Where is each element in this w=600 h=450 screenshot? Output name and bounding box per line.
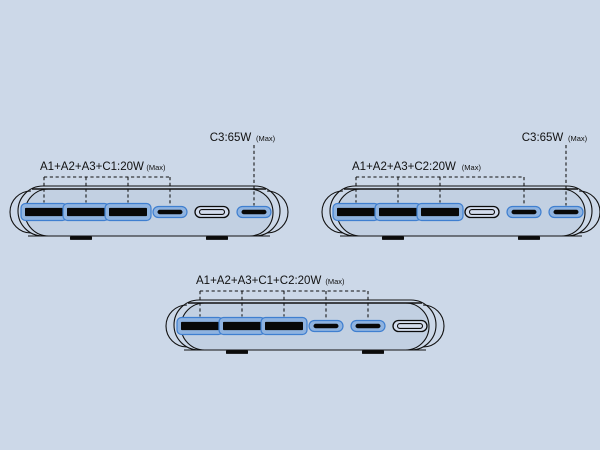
device-foot-right [362, 350, 384, 354]
usb-c-port-slot-c1 [468, 209, 496, 215]
usb-a-port-slot-a1 [181, 321, 219, 331]
port-a1[interactable] [332, 202, 380, 222]
port-a2[interactable] [374, 202, 422, 222]
device-right-contour [422, 304, 445, 348]
port-a3[interactable] [416, 202, 464, 222]
port-c2[interactable] [350, 319, 386, 333]
power-bank-top-left: A1+A2+A3+C1:20W(Max)C3:65W(Max) [9, 132, 289, 240]
device-foot-left [382, 236, 404, 240]
annotation-ann-bottom-group: A1+A2+A3+C1+C2:20W (Max) [196, 275, 369, 320]
annotation-label-max: (Max) [462, 163, 482, 172]
device-left-contour [321, 190, 344, 234]
usb-a-port-slot-a2 [223, 321, 261, 331]
port-a2[interactable] [62, 202, 110, 222]
port-c3[interactable] [236, 205, 272, 219]
annotation-label: A1+A2+A3+C2:20W [352, 161, 456, 173]
usb-a-port-slot-a2 [379, 207, 417, 217]
annotation-label: C3:65W [210, 132, 252, 144]
port-a3[interactable] [260, 316, 308, 336]
port-c2[interactable] [194, 205, 230, 219]
annotation-ann-left-c3: C3:65W (Max) [210, 132, 276, 206]
annotation-ann-left-group: A1+A2+A3+C1:20W(Max) [40, 161, 171, 206]
device-left-contour [165, 304, 188, 348]
usb-a-port-slot-a1 [25, 207, 63, 217]
annotation-label: A1+A2+A3+C1+C2:20W [196, 275, 321, 287]
usb-c-port-slot-c2 [355, 323, 381, 329]
device-right-contour [266, 190, 289, 234]
usb-c-port-slot-c1 [313, 323, 339, 329]
port-a1[interactable] [176, 316, 224, 336]
port-c1[interactable] [152, 205, 188, 219]
device-foot-right [518, 236, 540, 240]
usb-a-port-slot-a3 [421, 207, 459, 217]
port-c3[interactable] [548, 205, 584, 219]
usb-a-port-slot-a2 [67, 207, 105, 217]
port-a3[interactable] [104, 202, 152, 222]
annotation-label: A1+A2+A3+C1:20W [40, 161, 144, 173]
device-right-contour [578, 190, 600, 234]
power-bank-bottom-center: A1+A2+A3+C1+C2:20W (Max) [165, 275, 445, 354]
usb-a-port-slot-a3 [109, 207, 147, 217]
usb-c-port-slot-c3 [396, 323, 424, 329]
port-c1[interactable] [464, 205, 500, 219]
annotation-label-max: (Max) [146, 163, 166, 172]
usb-c-port-slot-c3 [241, 209, 267, 215]
port-c2[interactable] [506, 205, 542, 219]
port-a2[interactable] [218, 316, 266, 336]
device-foot-left [226, 350, 248, 354]
device-left-contour [9, 190, 32, 234]
usb-c-port-slot-c2 [198, 209, 226, 215]
annotation-label-max: (Max) [325, 277, 345, 286]
device-foot-left [70, 236, 92, 240]
usb-c-port-slot-c2 [511, 209, 537, 215]
annotation-label: C3:65W [522, 132, 564, 144]
power-bank-top-right: A1+A2+A3+C2:20W (Max) C3:65W (Max) [321, 132, 600, 240]
usb-c-port-slot-c3 [553, 209, 579, 215]
annotation-ann-right-c3: C3:65W (Max) [522, 132, 588, 206]
annotation-label-max: (Max) [256, 134, 276, 143]
port-c3[interactable] [392, 319, 428, 333]
annotation-ann-right-group: A1+A2+A3+C2:20W (Max) [352, 161, 525, 206]
port-a1[interactable] [20, 202, 68, 222]
usb-a-port-slot-a3 [265, 321, 303, 331]
usb-a-port-slot-a1 [337, 207, 375, 217]
device-foot-right [206, 236, 228, 240]
usb-c-port-slot-c1 [157, 209, 183, 215]
annotation-label-max: (Max) [568, 134, 588, 143]
port-c1[interactable] [308, 319, 344, 333]
